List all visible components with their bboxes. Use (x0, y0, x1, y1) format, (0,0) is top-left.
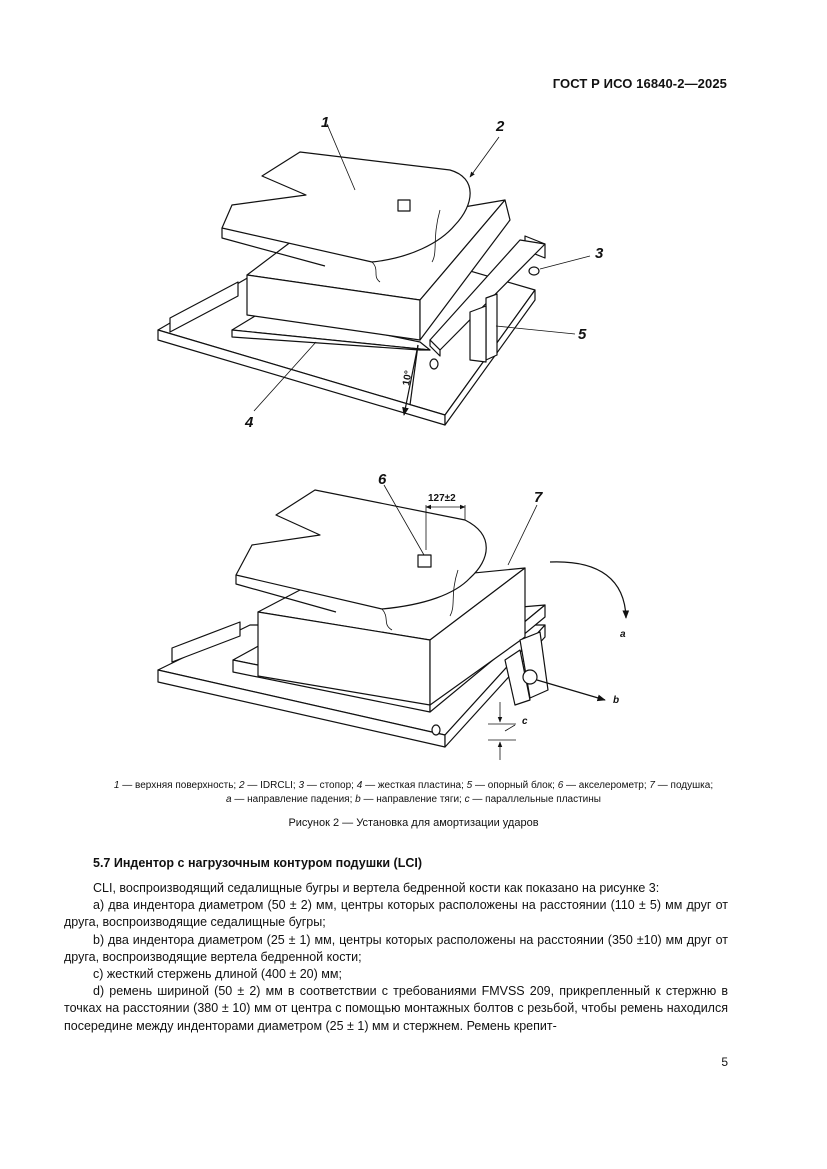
support-block (485, 293, 498, 361)
callout-3: 3 (595, 245, 604, 262)
label-a: a (620, 629, 626, 640)
paragraph: d) ремень шириной (50 ± 2) мм в соответс… (64, 984, 728, 1033)
paragraph: a) два индентора диаметром (50 ± 2) мм, … (64, 898, 728, 930)
body-text: CLI, воспроизводящий седалищные бугры и … (64, 880, 728, 1035)
page-header: ГОСТ Р ИСО 16840-2—2025 (552, 76, 727, 91)
callout-6: 6 (378, 471, 387, 488)
angle-label: 10° (401, 370, 414, 387)
paragraph: c) жесткий стержень длиной (400 ± 20) мм… (93, 967, 342, 982)
indenter-top-lower (235, 489, 487, 610)
stopper (528, 266, 540, 276)
callout-2: 2 (495, 118, 505, 135)
pull-handle (522, 669, 538, 685)
callout-1: 1 (321, 114, 329, 131)
page-number: 5 (721, 1055, 728, 1069)
label-c: c (522, 716, 528, 727)
callout-7: 7 (534, 489, 543, 506)
callout-4: 4 (244, 414, 254, 431)
top-drawing (157, 123, 591, 426)
figure-caption: Рисунок 2 — Установка для амортизации уд… (288, 817, 539, 829)
section-heading: 5.7 Индентор с нагрузочным контуром поду… (93, 856, 423, 870)
indenter-top (221, 151, 471, 263)
figure-legend: 1 — верхняя поверхность; 2 — IDRCLI; 3 —… (113, 780, 714, 805)
accelerometer (397, 199, 411, 212)
bottom-drawing (157, 484, 630, 760)
accelerometer-lower (417, 554, 432, 568)
dimension-127: 127±2 (428, 493, 456, 504)
paragraph: CLI, воспроизводящий седалищные бугры и … (93, 881, 660, 895)
paragraph: b) два индентора диаметром (25 ± 1) мм, … (64, 932, 728, 964)
callout-5: 5 (578, 326, 587, 343)
figure-2-impact-setup: 1 2 3 4 5 10° (157, 114, 630, 760)
label-b: b (613, 695, 619, 706)
